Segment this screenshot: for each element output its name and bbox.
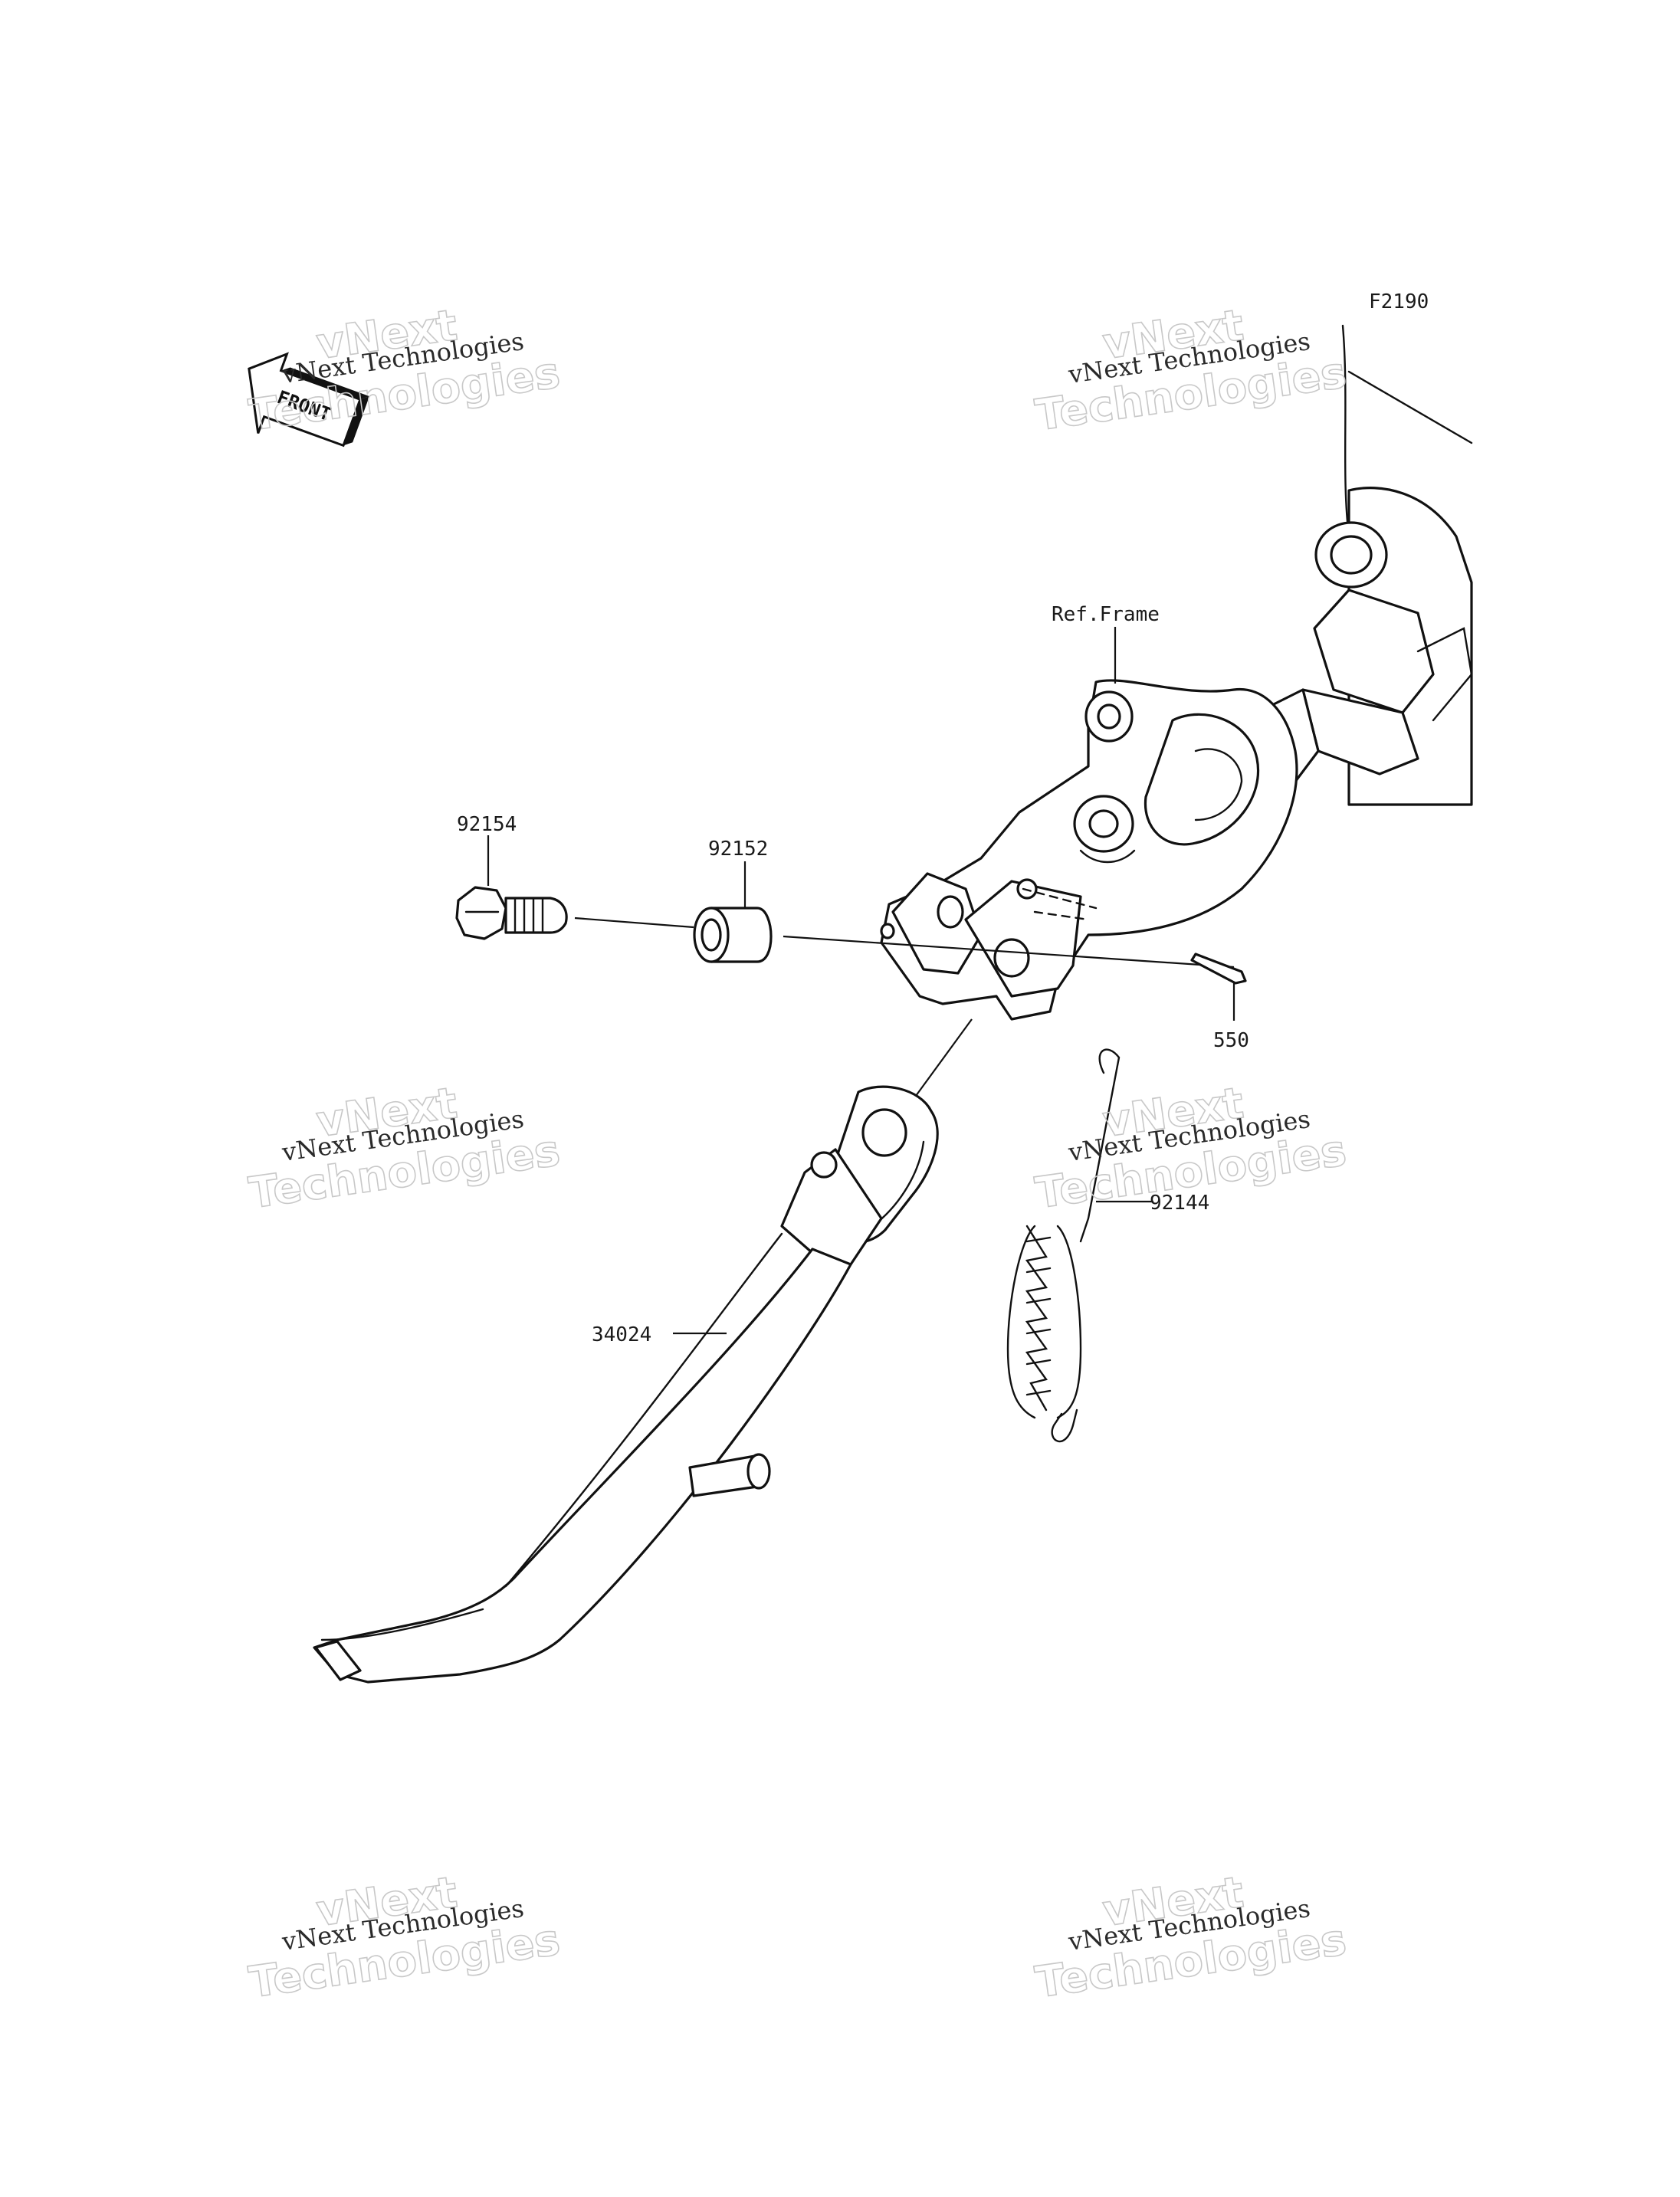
- callout-92154: 92154: [457, 813, 517, 836]
- watermark-bottom-left: vNext vNext Technologies Technologies: [245, 1867, 563, 2008]
- watermark-mid-left: vNext vNext Technologies Technologies: [245, 1077, 563, 1219]
- figure-code: F2190: [1369, 290, 1429, 313]
- collar-axis-line: [783, 935, 1235, 969]
- watermark-top-left: vNext vNext Technologies Technologies: [245, 300, 563, 441]
- watermark-top-right: vNext vNext Technologies Technologies: [1032, 300, 1350, 441]
- side-stand-part: [313, 1085, 939, 1684]
- watermark-mid-right: vNext vNext Technologies Technologies: [1032, 1077, 1350, 1219]
- callout-550: 550: [1213, 1029, 1249, 1052]
- callout-92152: 92152: [708, 838, 768, 861]
- ref-frame-label: Ref.Frame: [1052, 603, 1160, 626]
- bolt-axis-line: [574, 917, 694, 929]
- bolt-part: [455, 886, 568, 940]
- stand-axis-line: [915, 1018, 973, 1097]
- front-arrow-icon: FRONT: [248, 352, 370, 448]
- collar-part: [693, 907, 773, 963]
- spring-part: [1006, 1048, 1121, 1443]
- frame-assembly: [880, 324, 1473, 1021]
- cotter-pin-part: [1190, 953, 1247, 985]
- callout-92144: 92144: [1150, 1192, 1209, 1215]
- callout-34024: 34024: [592, 1323, 651, 1346]
- watermark-bottom-right: vNext vNext Technologies Technologies: [1032, 1867, 1350, 2008]
